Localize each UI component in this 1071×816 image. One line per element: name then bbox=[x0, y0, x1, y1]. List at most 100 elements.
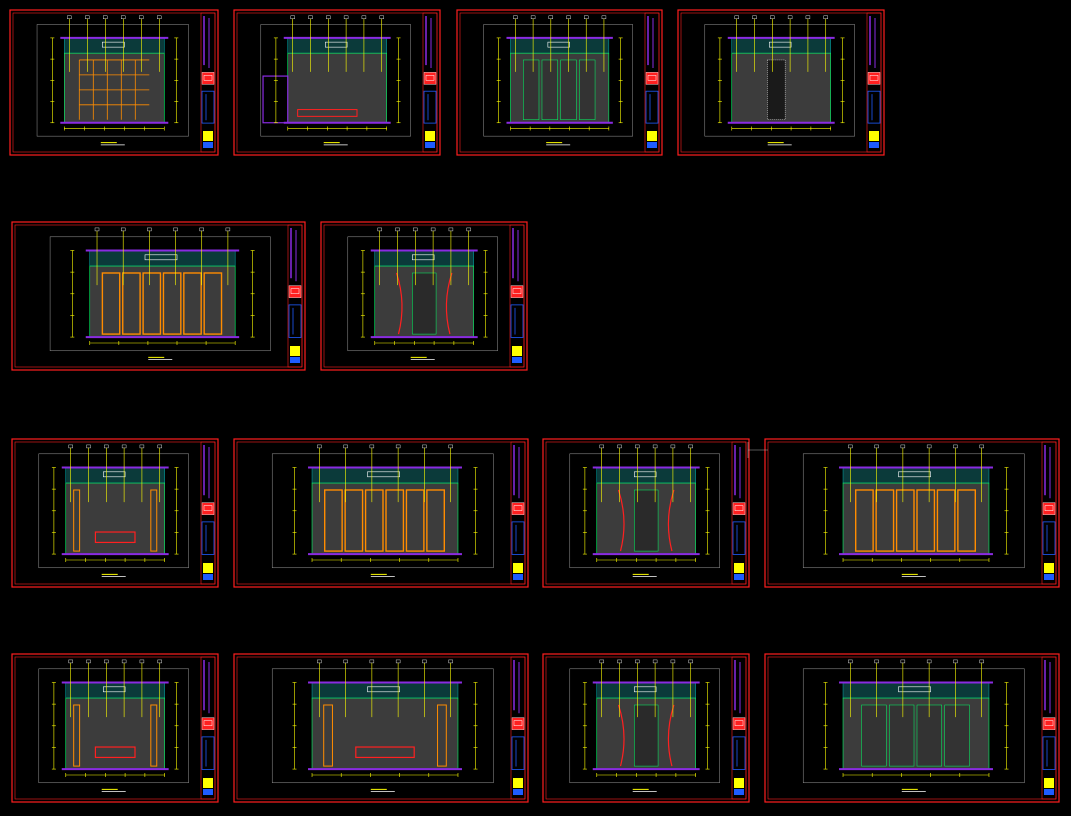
project-tag bbox=[512, 346, 522, 356]
orange-panel bbox=[916, 489, 936, 552]
sheet-frame bbox=[542, 653, 750, 803]
project-tag bbox=[203, 778, 213, 788]
orange-panel bbox=[324, 489, 343, 552]
project-tag bbox=[203, 131, 213, 141]
sheet-elev-11[interactable] bbox=[11, 653, 219, 803]
sheet-frame bbox=[233, 653, 529, 803]
furniture bbox=[94, 531, 136, 544]
title-block bbox=[1041, 656, 1057, 800]
furniture bbox=[94, 746, 136, 759]
sheet-number-tag bbox=[425, 142, 435, 148]
stamp-mark bbox=[512, 288, 522, 294]
stamp-mark bbox=[513, 720, 523, 726]
ceiling-label bbox=[634, 471, 657, 478]
dim-tag bbox=[601, 15, 607, 20]
sheet-elev-03[interactable] bbox=[456, 9, 663, 156]
sheet-elev-05[interactable] bbox=[11, 221, 306, 371]
wall-panel bbox=[579, 59, 596, 121]
drawing-area bbox=[260, 24, 411, 137]
stamp-mark bbox=[1044, 505, 1054, 511]
drawing-area bbox=[36, 24, 189, 137]
sheet-elev-14[interactable] bbox=[764, 653, 1060, 803]
orange-panel bbox=[344, 489, 364, 552]
wall-elevation bbox=[842, 482, 990, 555]
project-tag bbox=[647, 131, 657, 141]
ceiling-zone bbox=[64, 37, 165, 54]
curtain-left bbox=[617, 489, 625, 552]
project-tag bbox=[1044, 778, 1054, 788]
dim-tag bbox=[670, 659, 676, 664]
title-block bbox=[866, 12, 882, 153]
orange-panel bbox=[122, 272, 141, 335]
stamp-mark bbox=[203, 75, 213, 81]
wall-panel bbox=[889, 704, 915, 767]
dim-tag bbox=[874, 659, 879, 664]
ceiling-zone bbox=[89, 250, 236, 267]
curtain-right bbox=[667, 704, 675, 767]
sheet-elev-04[interactable] bbox=[677, 9, 885, 156]
step-wall bbox=[262, 75, 289, 124]
info-block bbox=[201, 90, 215, 124]
ceiling-zone bbox=[311, 682, 459, 699]
dim-tag bbox=[104, 659, 109, 664]
ceiling-zone bbox=[596, 467, 696, 484]
orange-panel bbox=[101, 272, 121, 335]
dim-tag bbox=[805, 15, 811, 20]
cursor-crosshair bbox=[747, 442, 768, 458]
dim-tag bbox=[635, 659, 640, 664]
dim-tag bbox=[617, 659, 622, 664]
wall-elevation bbox=[89, 265, 236, 338]
project-tag bbox=[734, 778, 744, 788]
drawing-area bbox=[569, 453, 720, 569]
dim-tag bbox=[448, 227, 454, 232]
drawing-area bbox=[704, 24, 855, 137]
sheet-elev-02[interactable] bbox=[233, 9, 441, 156]
stamp-mark bbox=[290, 288, 300, 294]
sheet-elev-09[interactable] bbox=[542, 438, 750, 588]
dim-tag bbox=[979, 444, 984, 449]
ceiling-label bbox=[144, 254, 178, 261]
sheet-elev-07[interactable] bbox=[11, 438, 219, 588]
dim-tag bbox=[157, 659, 162, 664]
sheet-number-tag bbox=[1044, 574, 1054, 580]
dim-tag bbox=[823, 15, 828, 20]
sheet-number-tag bbox=[869, 142, 879, 148]
sheet-frame bbox=[233, 9, 441, 156]
sheet-number-tag bbox=[290, 357, 300, 363]
dim-tag bbox=[343, 659, 348, 664]
orange-panel bbox=[142, 272, 162, 335]
sheet-elev-06[interactable] bbox=[320, 221, 528, 371]
dim-tag bbox=[584, 15, 589, 20]
drawing-area bbox=[569, 668, 720, 784]
stamp-mark bbox=[869, 75, 879, 81]
dim-tag bbox=[953, 659, 958, 664]
sheet-elev-08[interactable] bbox=[233, 438, 529, 588]
sheet-elev-01[interactable] bbox=[9, 9, 219, 156]
window-panel bbox=[634, 489, 659, 552]
wall-elevation bbox=[65, 697, 165, 770]
ceiling-zone bbox=[65, 682, 165, 699]
sheet-elev-12[interactable] bbox=[233, 653, 529, 803]
sheet-elev-13[interactable] bbox=[542, 653, 750, 803]
dim-tag bbox=[635, 444, 640, 449]
dim-tag bbox=[848, 659, 853, 664]
dim-tag bbox=[395, 444, 401, 449]
project-tag bbox=[290, 346, 300, 356]
title-block bbox=[200, 656, 216, 800]
title-block bbox=[200, 12, 216, 153]
sheet-number-tag bbox=[647, 142, 657, 148]
orange-panel bbox=[957, 489, 977, 552]
dim-tag bbox=[86, 444, 91, 449]
dim-tag bbox=[317, 659, 322, 664]
dim-tag bbox=[369, 444, 375, 449]
stone-panel bbox=[767, 59, 786, 121]
sheet-elev-10[interactable] bbox=[764, 438, 1060, 588]
drawing-area bbox=[483, 24, 633, 137]
furniture bbox=[297, 109, 358, 117]
sheet-number-tag bbox=[513, 574, 523, 580]
dim-tag bbox=[770, 15, 775, 20]
orange-panel bbox=[855, 489, 874, 552]
sheet-number-tag bbox=[203, 789, 213, 795]
